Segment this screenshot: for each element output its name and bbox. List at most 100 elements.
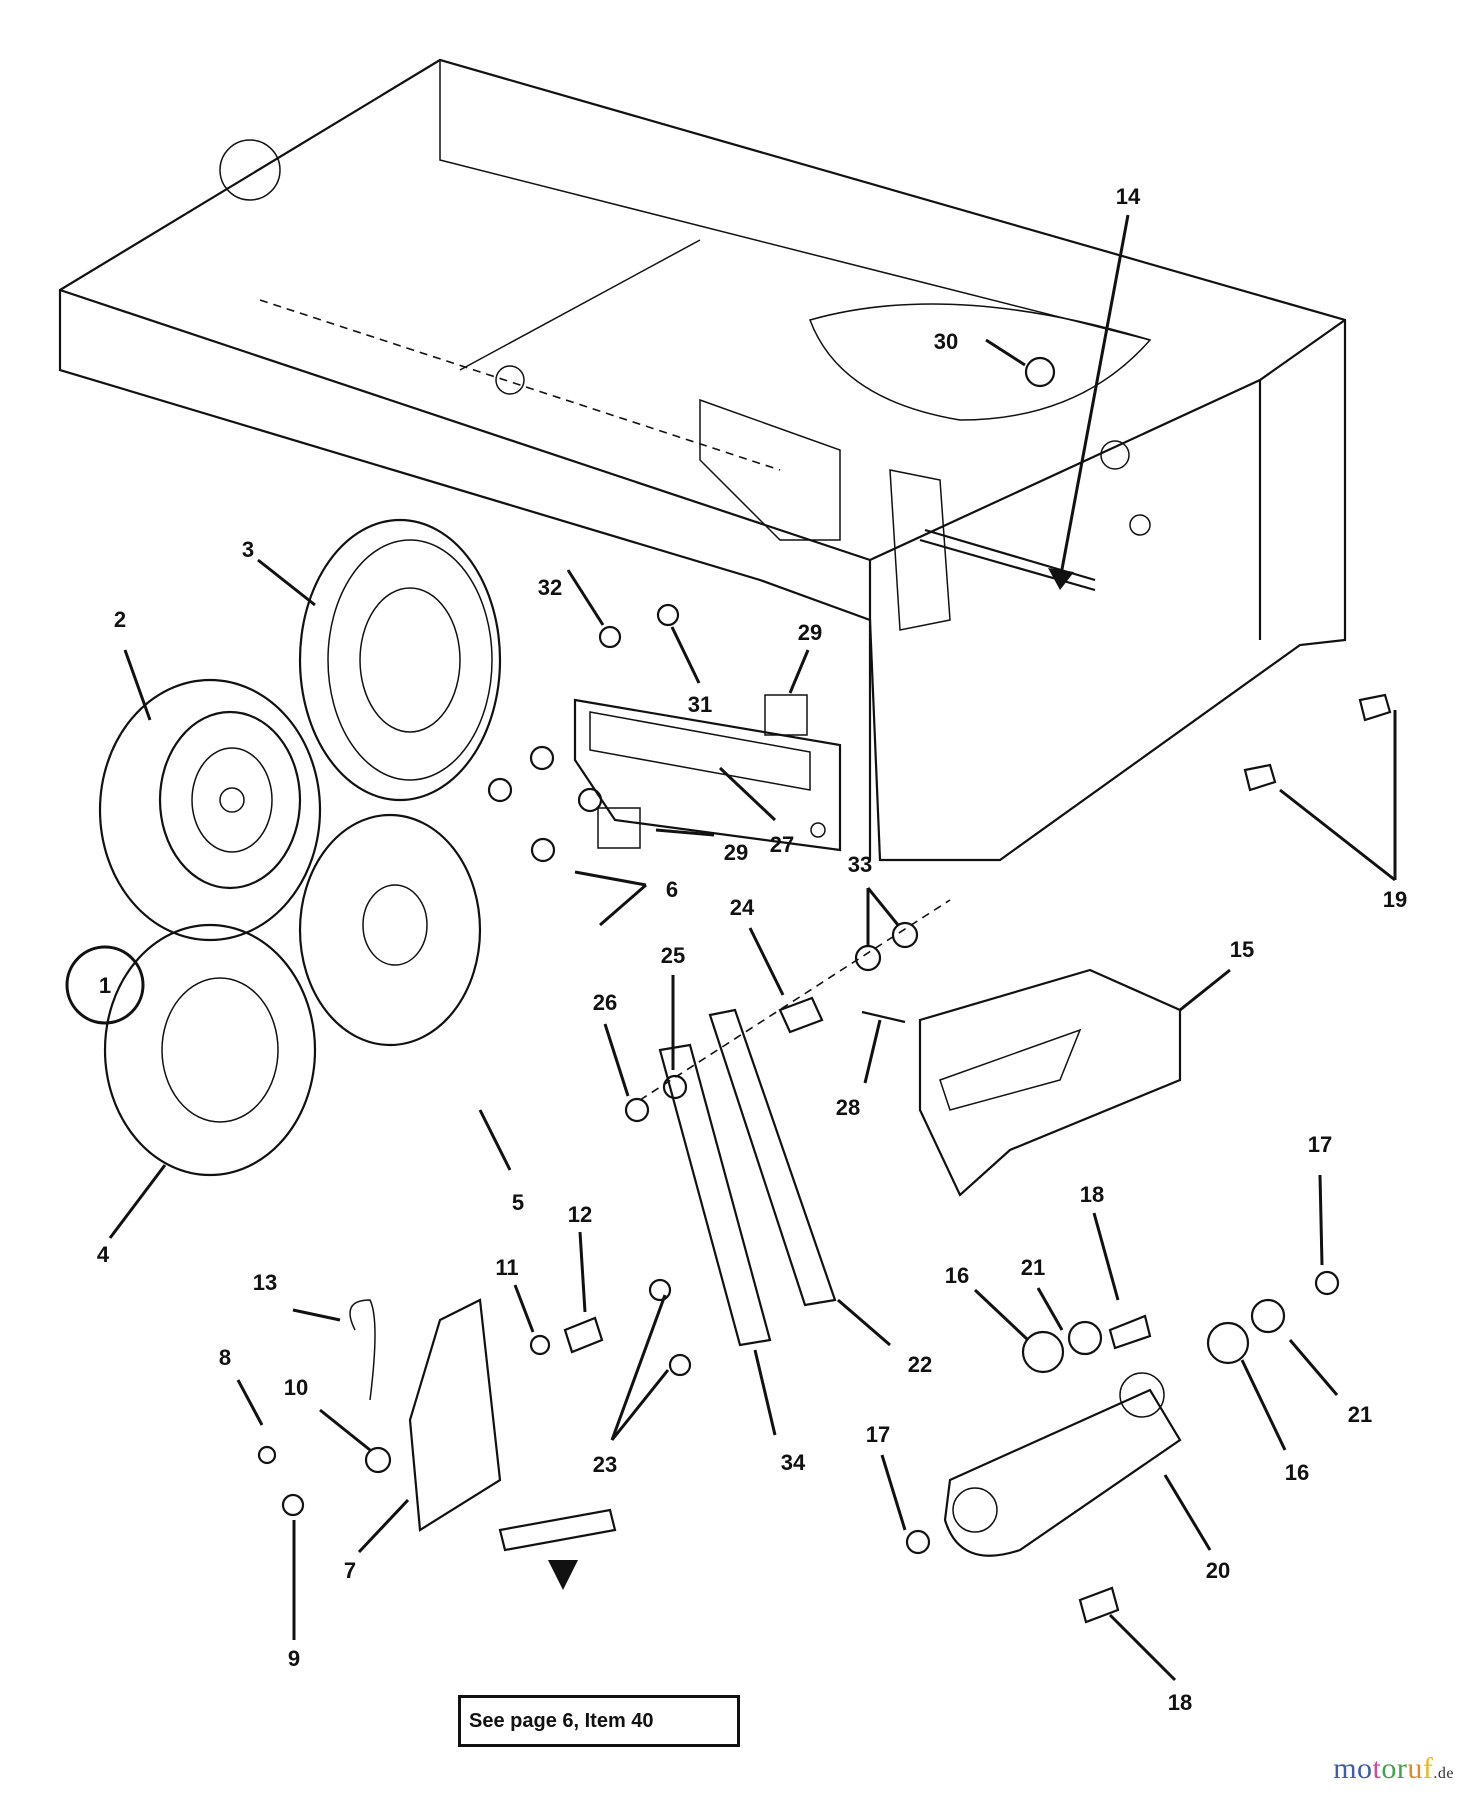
callout-30: 30 [934,329,958,354]
callout-17b: 17 [866,1422,890,1447]
bracket-plate [573,698,842,852]
screw-23a [648,1278,672,1302]
hex-nut [487,777,513,803]
callout-23: 23 [593,1452,617,1477]
spacer-16b [1206,1321,1250,1365]
callout-9: 9 [288,1646,300,1671]
callout-25: 25 [661,943,685,968]
pulley-3 [298,518,502,802]
watermark-letter: t [1372,1752,1382,1785]
spacer-16a [1021,1330,1065,1374]
screw-23b [668,1353,692,1377]
leader-line [1179,968,1231,1012]
arm-22 [708,1008,837,1307]
leader-line [718,766,777,822]
clip-13 [349,1299,376,1401]
watermark-suffix: .de [1433,1765,1454,1782]
washer-31 [656,603,680,627]
leader-line [973,1288,1030,1342]
watermark-letter: o [1381,1752,1397,1785]
leader-line [866,887,900,926]
callout-20: 20 [1206,1558,1230,1583]
callout-16a: 16 [945,1263,969,1288]
washer-disc-4 [103,923,317,1177]
leader-line [1288,1339,1339,1396]
callout-33: 33 [848,852,872,877]
arrow-icon [1048,568,1074,590]
leader-line [610,1294,667,1441]
leader-line [513,1284,535,1333]
callout-17a: 17 [1308,1132,1332,1157]
bolt-18a [1108,1314,1152,1350]
callout-29a: 29 [798,620,822,645]
leader-line [292,1308,341,1322]
leader-line [236,1379,264,1426]
pulley-2 [98,678,322,942]
callout-6: 6 [666,877,678,902]
callout-18a: 18 [1080,1182,1104,1207]
washer-10 [364,1446,392,1474]
reference-note: See page 6, Item 40 [458,1695,740,1747]
leader-line [319,1408,371,1452]
leader-line [1163,1474,1212,1551]
callout-15: 15 [1230,937,1254,962]
shoulder-bolt-24 [778,996,824,1034]
chassis-frame [58,58,1347,862]
leader-line [1108,1613,1177,1682]
callout-8: 8 [219,1345,231,1370]
leader-line [1279,788,1396,882]
nut-17a [1314,1270,1340,1296]
leader-line [610,1369,670,1441]
leader-line [748,927,785,996]
leader-line [566,569,605,626]
watermark-letter: o [1357,1752,1373,1785]
leader-line [788,649,810,694]
cotter-pin-28 [861,1010,906,1024]
leader-line [985,338,1026,367]
leader-line [1240,1359,1287,1451]
callout-27: 27 [770,832,794,857]
hex-nut [577,787,603,813]
hex-nut [530,837,556,863]
callout-7: 7 [344,1558,356,1583]
leader-line [357,1498,410,1554]
leader-line [863,1019,882,1084]
callout-13: 13 [253,1270,277,1295]
hex-nut [529,745,555,771]
washer-25 [662,1074,688,1100]
leader-line [123,649,152,721]
callout-2: 2 [114,607,126,632]
leader-line [1318,1174,1324,1266]
guide-34 [658,1043,772,1347]
leader-line [603,1023,630,1097]
callout-16b: 16 [1285,1460,1309,1485]
watermark-text: motoruf [1333,1752,1433,1785]
leader-line [880,1454,907,1531]
callout-32: 32 [538,575,562,600]
watermark-letter: m [1333,1752,1358,1785]
leader-line [1092,1212,1120,1301]
lever-20 [943,1372,1182,1557]
leader-line [1036,1287,1064,1331]
callout-5: 5 [512,1190,524,1215]
bracket-7 [408,1298,502,1532]
callout-34: 34 [781,1450,806,1475]
callout-29b: 29 [724,840,748,865]
watermark-letter: u [1407,1752,1423,1785]
leader-line [670,626,701,684]
callout-11: 11 [495,1255,518,1280]
leader-line [108,1164,167,1239]
callout-14: 14 [1116,184,1141,209]
watermark-logo: motoruf.de [1333,1752,1454,1786]
nut-plate-lower [597,807,641,849]
leader-line [837,1298,891,1347]
assembly-ref-circle [65,945,145,1025]
washer-21b [1250,1298,1286,1334]
nut-9 [281,1493,305,1517]
callout-18b: 18 [1168,1690,1192,1715]
pin-item-40 [498,1508,617,1552]
leader-line [574,870,647,887]
callout-12: 12 [568,1202,592,1227]
assembly-ref-label: 1 [99,973,111,998]
